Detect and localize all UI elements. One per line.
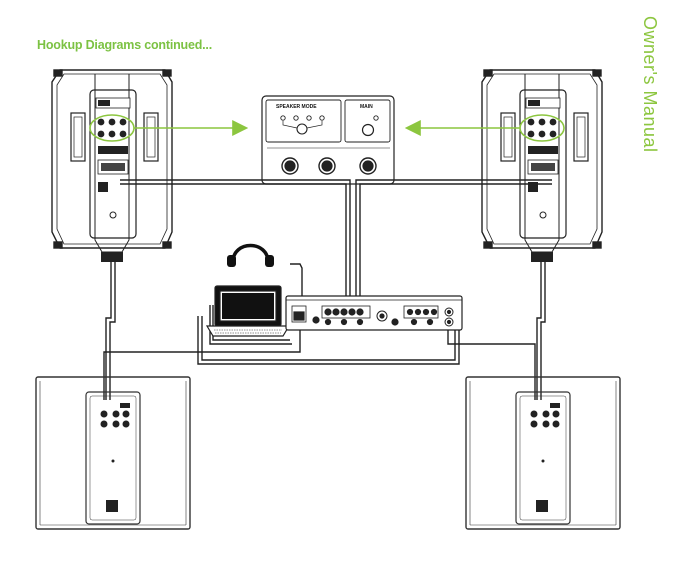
left-subwoofer	[35, 376, 191, 530]
main-label: MAIN	[360, 104, 373, 110]
right-subwoofer	[465, 376, 621, 530]
cables	[103, 179, 552, 400]
page-heading: Hookup Diagrams continued...	[37, 38, 212, 52]
laptop-icon	[205, 285, 291, 337]
left-top-speaker	[51, 69, 173, 262]
speaker-mode-label: SPEAKER MODE	[276, 104, 317, 110]
mixer-icon	[285, 295, 463, 331]
owners-manual-label: Owner's Manual	[640, 16, 660, 153]
control-panel-detail: SPEAKER MODE MAIN	[261, 95, 395, 185]
headphones-icon	[227, 243, 274, 267]
right-top-speaker	[481, 69, 603, 262]
